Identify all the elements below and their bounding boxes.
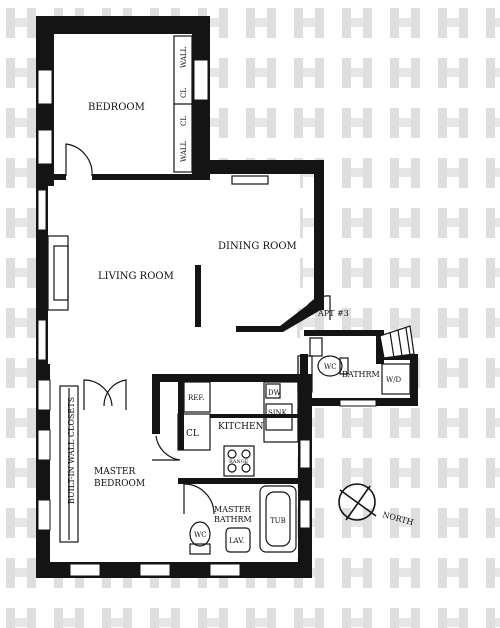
label-wall-cl-top-1: WALL <box>180 46 188 68</box>
label-master-bedroom-line1: MASTER <box>94 467 135 477</box>
compass <box>338 483 377 521</box>
label-lav: LAV. <box>229 537 244 545</box>
label-master-bathroom-line2: BATHRM <box>214 515 252 524</box>
label-dw: DW <box>268 389 282 397</box>
label-range: RANGE <box>229 459 249 465</box>
label-bathroom: BATHRM <box>342 370 380 379</box>
label-bedroom: BEDROOM <box>88 102 145 113</box>
label-wall-cl-top-2: CL <box>180 88 188 98</box>
label-living-room: LIVING ROOM <box>98 271 174 282</box>
label-built-in-closets: BUILT-IN WALL CLOSETS <box>67 397 76 504</box>
doors <box>65 143 331 515</box>
label-wc-master: WC <box>194 531 207 539</box>
windows <box>37 59 377 577</box>
label-master-bedroom-line2: BEDROOM <box>94 479 145 489</box>
label-tub: TUB <box>270 517 286 525</box>
label-dining-room: DINING ROOM <box>218 241 297 252</box>
label-cl: CL <box>186 429 199 439</box>
label-apartment: APT #3 <box>317 309 349 318</box>
label-ref: REF. <box>188 394 204 402</box>
label-wall-cl-bottom-1: WALL <box>180 140 188 162</box>
label-wall-cl-bottom-2: CL <box>180 116 188 126</box>
label-kitchen: KITCHEN <box>218 422 264 432</box>
fixtures <box>47 35 415 555</box>
label-sink: SINK <box>268 409 288 417</box>
label-master-bathroom-line1: MASTER <box>214 505 252 514</box>
room-interiors <box>52 34 410 562</box>
label-wd: W/D <box>386 376 402 384</box>
label-wc-bath: WC <box>324 363 337 371</box>
